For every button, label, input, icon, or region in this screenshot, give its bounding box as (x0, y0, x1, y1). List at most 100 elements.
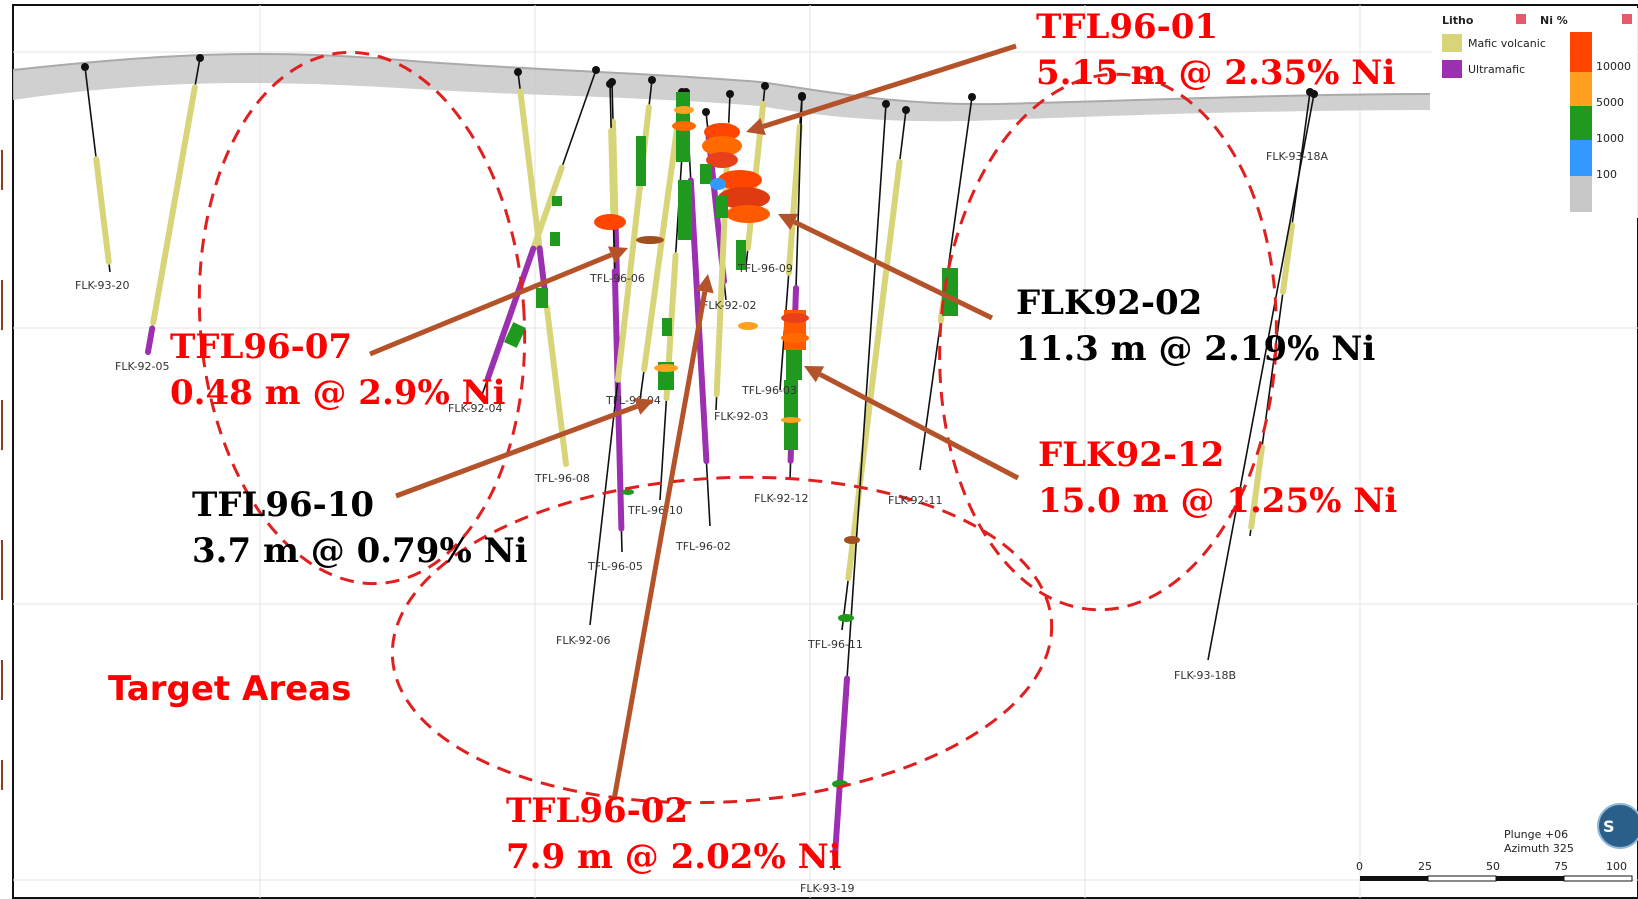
callout-tfl96-07: TFL96-07 0.48 m @ 2.9% Ni (170, 246, 628, 413)
callout-tfl96-01: TFL96-01 5.15 m @ 2.35% Ni (746, 7, 1395, 136)
collar-icon (902, 106, 910, 114)
target-ellipses (197, 50, 1278, 805)
ni-color-ramp (1570, 32, 1592, 212)
callout-arrow (395, 403, 639, 499)
arrow-head-icon (746, 117, 766, 136)
drillhole-tfl-96-11[interactable] (841, 106, 910, 631)
ni-tick-100: 100 (1596, 168, 1617, 181)
hole-label: FLK-93-20 (75, 279, 129, 292)
callout-tfl96-10: TFL96-10 3.7 m @ 0.79% Ni (192, 397, 654, 571)
hole-label: TFL-96-02 (675, 540, 731, 553)
hole-label: TFL-96-10 (627, 504, 683, 517)
legend-litho-close-icon[interactable] (1516, 14, 1526, 24)
callout-title: FLK92-02 (1016, 283, 1202, 323)
scale-bar: 0 25 50 75 100 (1356, 860, 1633, 882)
callout-value: 15.0 m @ 1.25% Ni (1038, 481, 1397, 521)
collar-icon (882, 100, 890, 108)
hole-label: TFL-96-03 (741, 384, 797, 397)
grid-lines (13, 5, 1638, 898)
callout-value: 7.9 m @ 2.02% Ni (506, 837, 842, 877)
topography-surface (13, 53, 1430, 122)
callout-value: 5.15 m @ 2.35% Ni (1036, 53, 1395, 93)
callout-title: TFL96-01 (1036, 7, 1218, 47)
callout-value: 0.48 m @ 2.9% Ni (170, 373, 506, 413)
ni-tick-10000: 10000 (1596, 60, 1631, 73)
callout-flk92-12: FLK92-12 15.0 m @ 1.25% Ni (804, 366, 1397, 521)
callout-title: TFL96-10 (192, 485, 374, 525)
drillhole-flk-93-18b[interactable] (1207, 90, 1318, 661)
legend-ni-close-icon[interactable] (1622, 14, 1632, 24)
arrow-head-icon (804, 366, 825, 383)
callout-value: 11.3 m @ 2.19% Ni (1016, 329, 1375, 369)
callout-arrow (369, 252, 613, 357)
collar-icon (514, 68, 522, 76)
drillhole-tfl-96-05[interactable] (606, 80, 625, 553)
hole-labels-layer: FLK-93-20FLK-92-05FLK-92-04TFL-96-08TFL-… (75, 150, 1328, 895)
topography-line (12, 52, 1431, 106)
collar-icon (798, 92, 806, 100)
callout-arrow (611, 291, 708, 801)
collar-icon (1310, 90, 1318, 98)
hole-label: FLK-92-03 (714, 410, 768, 423)
hole-label: TFL-96-06 (589, 272, 645, 285)
view-azimuth: Azimuth 325 (1504, 842, 1574, 855)
intercept-tfl96-01 (702, 123, 770, 223)
legend-label-ultramafic: Ultramafic (1468, 63, 1525, 76)
hole-label: FLK-92-06 (556, 634, 610, 647)
legend-swatch-ultramafic (1442, 60, 1462, 78)
hole-label: FLK-93-18B (1174, 669, 1236, 682)
collar-icon (968, 93, 976, 101)
arrow-head-icon (607, 246, 628, 264)
hole-label: TFL-96-11 (807, 638, 863, 651)
orientation-globe-icon[interactable]: S (1597, 803, 1638, 849)
drillhole-flk-93-20[interactable] (81, 63, 112, 273)
view-plunge: Plunge +06 (1504, 828, 1568, 841)
target-ellipse-west (197, 50, 527, 586)
legend-panel: Litho Ni % Mafic volcanic Ultramafic 100… (1432, 8, 1638, 218)
drillhole-flk-92-04[interactable] (481, 66, 600, 396)
scale-tick-50: 50 (1486, 860, 1500, 873)
svg-text:S: S (1603, 817, 1615, 836)
intercept-flk92-11 (942, 268, 958, 316)
collar-icon (648, 76, 656, 84)
callout-flk92-02: FLK92-02 11.3 m @ 2.19% Ni (778, 213, 1375, 369)
legend-label-mafic: Mafic volcanic (1468, 37, 1546, 50)
ni-tick-5000: 5000 (1596, 96, 1624, 109)
callout-arrow (762, 43, 1017, 129)
hole-label: FLK-92-04 (448, 402, 502, 415)
collar-icon (81, 63, 89, 71)
hole-label: TFL-96-08 (534, 472, 590, 485)
target-ellipse-east (938, 72, 1278, 612)
collar-icon (726, 90, 734, 98)
intercept-tfl96-10 (654, 318, 678, 390)
scale-tick-0: 0 (1356, 860, 1363, 873)
callout-arrow (818, 372, 1020, 481)
arrow-head-icon (695, 274, 714, 294)
hole-label: FLK-93-18A (1266, 150, 1328, 163)
hole-label: FLK-92-02 (702, 299, 756, 312)
target-ellipse-south (390, 475, 1054, 805)
callout-title: FLK92-12 (1038, 435, 1224, 475)
hole-label: FLK-93-19 (800, 882, 854, 895)
ni-tick-1000: 1000 (1596, 132, 1624, 145)
callout-title: TFL96-07 (170, 327, 352, 367)
collar-icon (761, 82, 769, 90)
intercept-flk92-12 (781, 310, 809, 450)
drillhole-flk-92-05[interactable] (145, 54, 204, 355)
legend-litho-header: Litho (1442, 14, 1474, 27)
callout-arrow (793, 219, 994, 321)
callouts-layer: TFL96-01 5.15 m @ 2.35% Ni FLK92-02 11.3 m … (170, 7, 1397, 877)
callout-value: 3.7 m @ 0.79% Ni (192, 531, 528, 571)
scale-tick-25: 25 (1418, 860, 1432, 873)
scale-tick-100: 100 (1606, 860, 1627, 873)
legend-swatch-mafic (1442, 34, 1462, 52)
arrow-head-icon (778, 213, 799, 230)
hole-label: TFL-96-05 (587, 560, 643, 573)
scale-tick-75: 75 (1554, 860, 1568, 873)
hole-label: FLK-92-05 (115, 360, 169, 373)
arrow-head-icon (633, 397, 654, 415)
intercept-misc (504, 196, 860, 788)
collar-icon (702, 108, 710, 116)
drillhole-tfl-96-08[interactable] (514, 68, 569, 467)
